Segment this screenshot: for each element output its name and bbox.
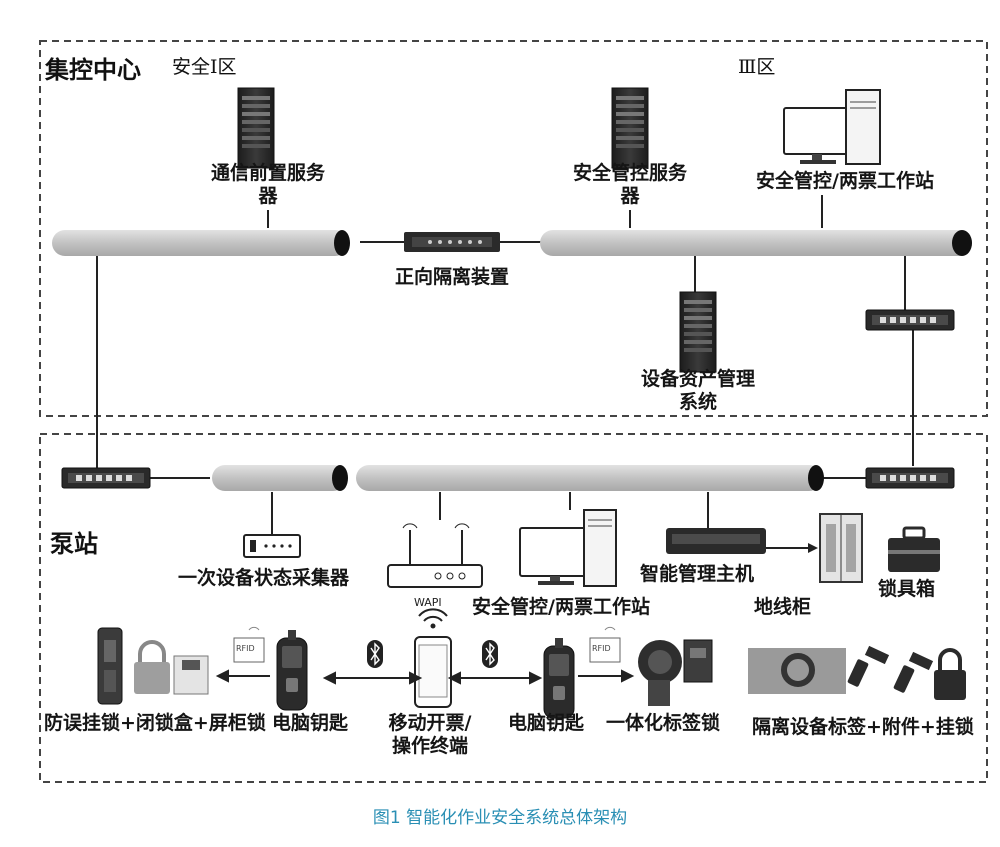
lock-box-icon xyxy=(888,526,940,572)
bluetooth-icon-left xyxy=(367,640,383,668)
safety-control-server-line2: 器 xyxy=(620,185,640,207)
rfid-tag-right-icon xyxy=(589,626,621,663)
smart-host-label: 智能管理主机 xyxy=(640,563,755,585)
pump-station-title: 泵站 xyxy=(50,530,98,558)
mobile-terminal-line2: 操作终端 xyxy=(391,735,468,757)
computer-key-left-icon xyxy=(276,629,308,711)
figure-caption: 图1 智能化作业安全系统总体架构 xyxy=(372,808,628,828)
control-center-title: 集控中心 xyxy=(45,56,141,84)
primary-collector-icon xyxy=(243,534,301,558)
primary-collector-label: 一次设备状态采集器 xyxy=(178,567,350,589)
computer-key-right-label: 电脑钥匙 xyxy=(508,712,585,734)
workstation-top-icon xyxy=(783,89,881,165)
bus-right-top xyxy=(540,230,972,256)
earth-wire-cabinet-label: 地线柜 xyxy=(754,596,812,618)
rfid-label-right: RFID xyxy=(592,644,611,653)
asset-management-label: 设备资产管理 系统 xyxy=(618,368,778,414)
lock-box-label: 锁具箱 xyxy=(878,578,936,600)
workstation-bottom-label: 安全管控/两票工作站 xyxy=(472,596,650,618)
smart-host-icon xyxy=(666,528,766,554)
isolation-tag-label: 隔离设备标签+附件+挂锁 xyxy=(752,716,974,738)
comm-front-server-line1: 通信前置服务 xyxy=(210,162,325,184)
isolation-tag-icon xyxy=(748,645,966,700)
bluetooth-icon-right xyxy=(482,640,498,668)
switch-pump-right-icon xyxy=(865,467,955,489)
wapi-signal-icon xyxy=(418,608,448,629)
anti-misoperation-label: 防误挂锁+闭锁盒+屏柜锁 xyxy=(44,712,266,734)
safety-control-server-icon xyxy=(611,87,649,169)
integrated-tag-lock-icon xyxy=(638,639,713,706)
bus-left-top xyxy=(52,230,350,256)
mobile-terminal-line1: 移动开票/ xyxy=(388,712,472,734)
comm-front-server-label: 通信前置服务 器 xyxy=(193,162,343,208)
computer-key-right-icon xyxy=(543,637,575,719)
wapi-label: WAPI xyxy=(414,596,442,609)
control-center-border xyxy=(39,40,988,417)
safety-zone-1-label: 安全Ⅰ区 xyxy=(172,56,237,78)
workstation-bottom-icon xyxy=(519,509,617,587)
pump-station-border xyxy=(39,433,988,783)
rfid-label-left: RFID xyxy=(236,644,255,653)
mobile-terminal-label: 移动开票/ 操作终端 xyxy=(370,712,490,758)
workstation-top-label: 安全管控/两票工作站 xyxy=(756,170,934,192)
computer-key-left-label: 电脑钥匙 xyxy=(272,712,349,734)
integrated-tag-lock-label: 一体化标签锁 xyxy=(606,712,721,734)
safety-control-server-label: 安全管控服务 器 xyxy=(555,162,705,208)
switch-zone3-icon xyxy=(865,309,955,331)
earth-wire-cabinet-icon xyxy=(819,513,863,583)
bus-left-bottom xyxy=(212,465,348,491)
forward-isolation-label: 正向隔离装置 xyxy=(394,266,509,288)
mobile-terminal-icon xyxy=(414,636,452,708)
comm-front-server-line2: 器 xyxy=(258,185,278,207)
switch-pump-left-icon xyxy=(61,467,151,489)
anti-misoperation-locks-icon xyxy=(97,627,209,705)
forward-isolation-icon xyxy=(404,232,500,252)
rfid-tag-left-icon xyxy=(233,626,265,663)
zone-3-label: Ⅲ区 xyxy=(738,56,776,78)
asset-management-line1: 设备资产管理 xyxy=(640,368,755,390)
comm-front-server-icon xyxy=(237,87,275,169)
asset-management-line2: 系统 xyxy=(678,391,717,413)
asset-management-server-icon xyxy=(679,291,717,373)
bus-right-bottom xyxy=(356,465,824,491)
wifi-router-icon xyxy=(387,523,483,588)
safety-control-server-line1: 安全管控服务 xyxy=(572,162,687,184)
